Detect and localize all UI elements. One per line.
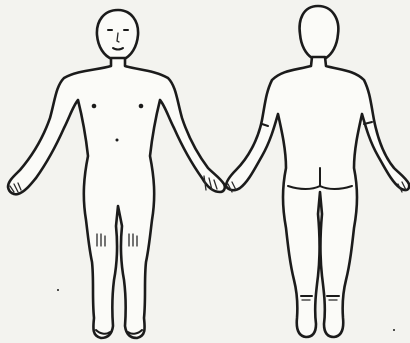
scan-speck xyxy=(57,289,59,291)
back-head xyxy=(300,6,339,58)
front-navel xyxy=(116,139,119,142)
front-left-nipple xyxy=(92,104,97,109)
front-view-figure xyxy=(8,10,225,338)
front-body-outline xyxy=(8,58,225,338)
scan-speck xyxy=(393,329,395,331)
front-right-nipple xyxy=(139,104,144,109)
back-body-outline xyxy=(226,57,409,337)
back-view-figure xyxy=(226,6,409,337)
